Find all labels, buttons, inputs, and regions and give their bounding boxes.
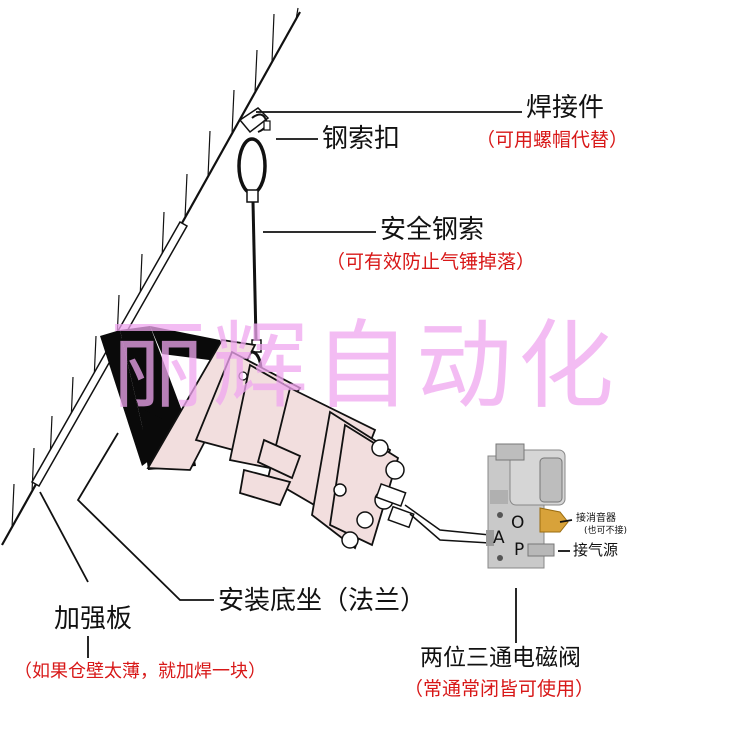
weld-part-and-clip xyxy=(238,107,271,134)
port-o: O xyxy=(511,513,525,533)
leader-lines xyxy=(39,111,573,658)
label-base-flange: 安装底坐（法兰） xyxy=(218,586,427,616)
air-hose xyxy=(404,504,491,544)
note-safety-rope: （可有效防止气锤掉落） xyxy=(326,251,536,273)
label-safety-rope: 安全钢索 xyxy=(380,215,485,245)
note-muffler: (也可不接) xyxy=(584,526,628,536)
hammer-bolts xyxy=(333,439,415,549)
label-reinforce-plate: 加强板 xyxy=(54,604,133,634)
solenoid-valve xyxy=(486,443,569,569)
port-a: A xyxy=(493,528,505,548)
watermark: 丽辉自动化 xyxy=(110,310,620,422)
note-solenoid-valve: （常通常闭皆可使用） xyxy=(404,678,595,700)
label-weld-part: 焊接件 xyxy=(526,93,605,123)
port-p: P xyxy=(514,540,525,560)
label-air-source: 接气源 xyxy=(573,541,619,559)
label-muffler: 接消音器 xyxy=(576,513,616,524)
note-weld-part: （可用螺帽代替） xyxy=(476,129,629,151)
label-solenoid-valve: 两位三通电磁阀 xyxy=(420,645,581,671)
note-reinforce-plate: （如果仓壁太薄，就加焊一块） xyxy=(14,661,266,682)
label-rope-clip: 钢索扣 xyxy=(322,124,401,154)
